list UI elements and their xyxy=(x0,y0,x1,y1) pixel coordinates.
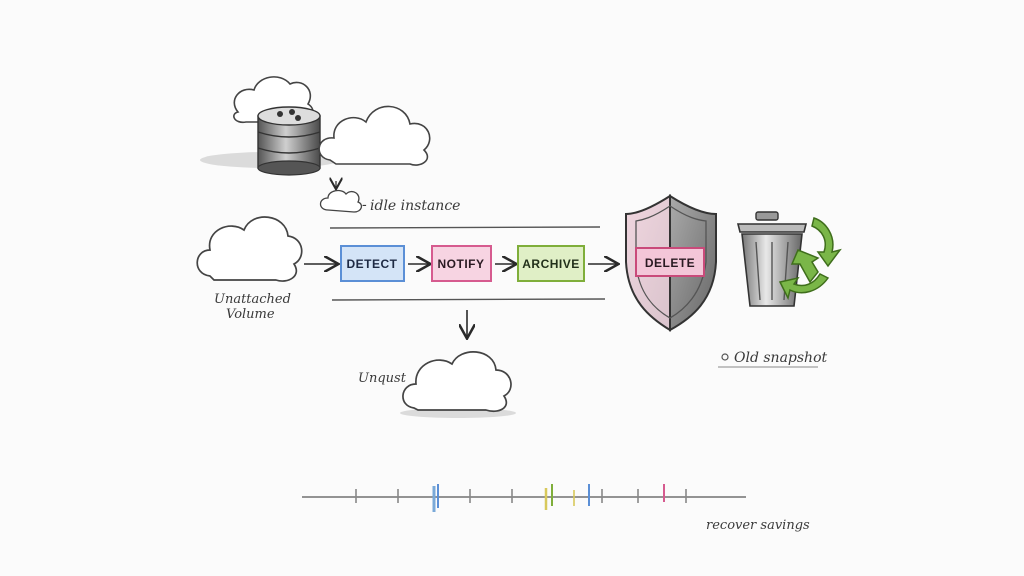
unattached-volume-label-line2: Volume xyxy=(226,307,275,322)
svg-text:-: - xyxy=(362,197,367,213)
step-notify: NOTIFY xyxy=(431,245,492,282)
old-snapshot-label: Old snapshot xyxy=(734,350,828,366)
old-snapshot-disposal: Old snapshot xyxy=(718,211,842,368)
recover-savings-label: recover savings xyxy=(706,518,810,533)
idle-instance-cluster xyxy=(200,76,431,176)
flow-guide-bottom xyxy=(331,298,606,301)
unquest-label: Unqust xyxy=(358,371,407,386)
step-archive-label: ARCHIVE xyxy=(522,257,580,271)
trash-can-icon xyxy=(736,211,808,307)
database-icon xyxy=(257,106,321,176)
step-delete: DELETE xyxy=(625,194,717,332)
unquest-destination: Unqust xyxy=(358,351,516,418)
cloud-icon xyxy=(318,105,431,166)
idle-instance-label-group: - idle instance xyxy=(319,181,460,214)
idle-instance-label: idle instance xyxy=(370,198,460,214)
step-notify-label: NOTIFY xyxy=(438,257,485,271)
cloud-icon xyxy=(319,189,363,213)
unattached-volume-label-line1: Unattached xyxy=(214,292,291,307)
step-archive: ARCHIVE xyxy=(517,245,585,282)
timeline-ticks xyxy=(355,484,687,512)
step-detect-label: DETECT xyxy=(347,257,398,271)
step-detect-box xyxy=(340,245,405,282)
step-delete-box xyxy=(635,247,705,277)
flow-guide-top xyxy=(329,226,601,229)
savings-timeline: recover savings xyxy=(302,484,810,533)
step-delete-label: DELETE xyxy=(645,256,695,270)
flow-arrows xyxy=(304,264,617,337)
step-archive-box xyxy=(517,245,585,282)
step-notify-box xyxy=(431,245,492,282)
unattached-volume-source: Unattached Volume xyxy=(196,216,303,322)
cloud-icon xyxy=(402,351,512,413)
step-detect: DETECT xyxy=(340,245,405,282)
recycle-arrows-icon xyxy=(778,217,842,301)
cloud-icon xyxy=(196,216,303,282)
